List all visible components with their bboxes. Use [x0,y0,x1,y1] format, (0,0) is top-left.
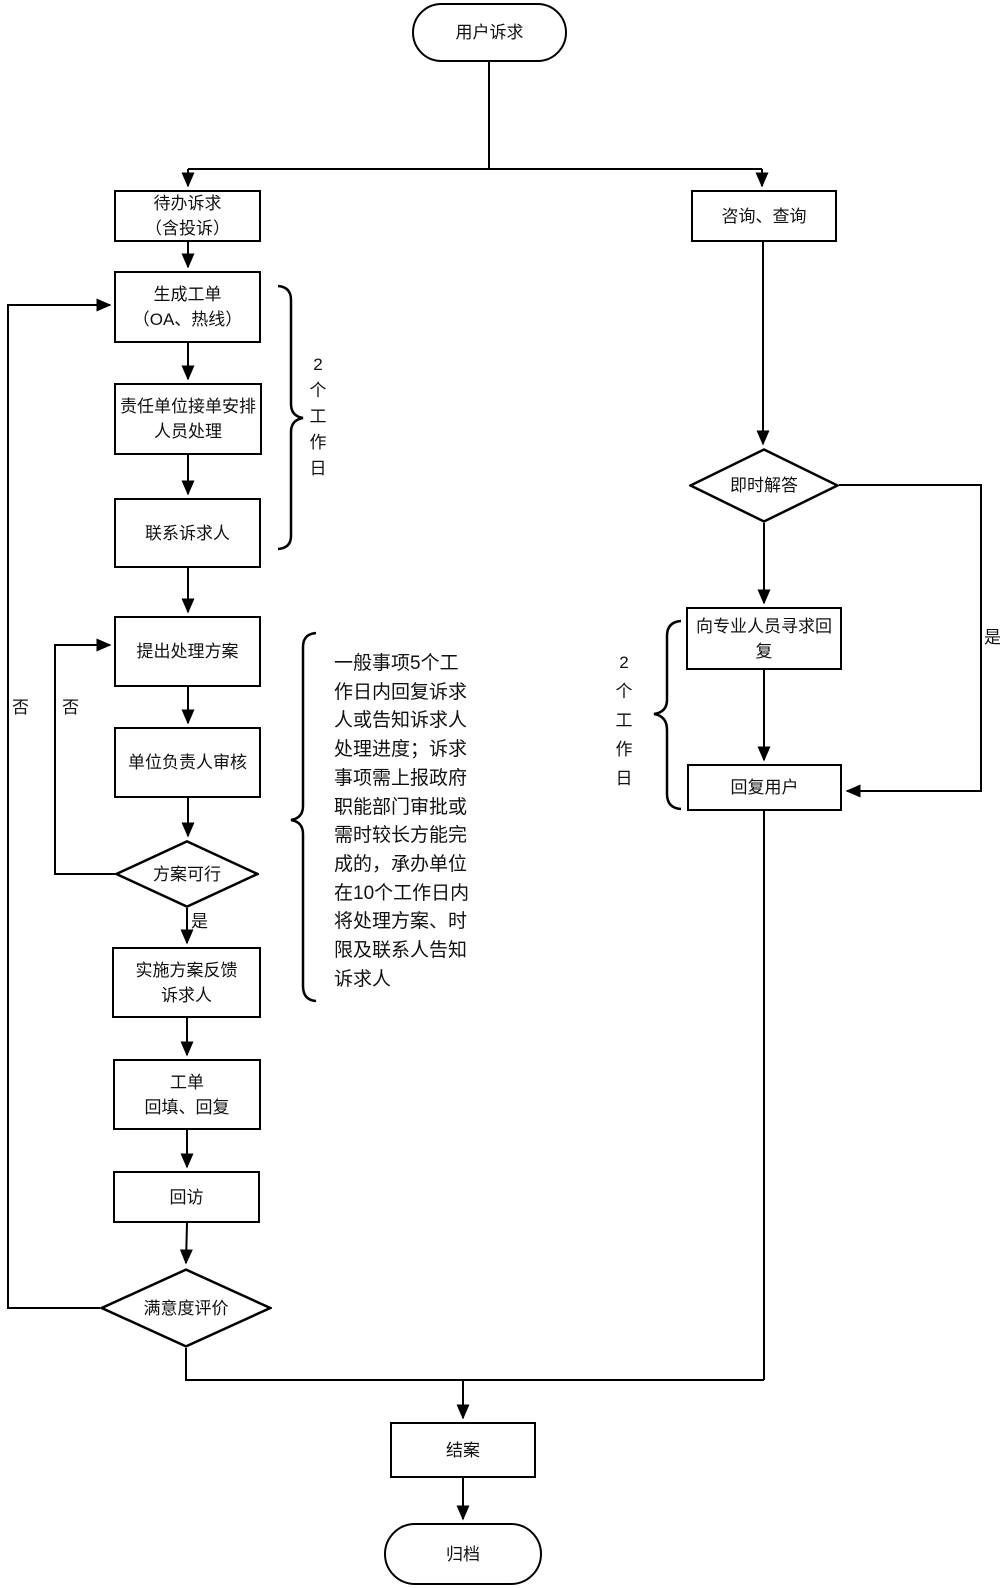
annotation-left-two-workdays: 2 个 工 作 日 [309,355,327,478]
edge-satisfaction-merge [185,1348,764,1381]
diamond-label: 即时解答 [730,476,798,495]
diamond-shape [115,840,259,908]
brace-right-days [653,619,682,811]
brace-left-days [277,284,304,551]
annotation-right-two-workdays: 2 个 工 作 日 [615,653,633,788]
edge-satisfaction-no-loop [7,298,112,1309]
edge-label-no-outer: 否 [12,698,29,717]
node-pending-request: 待办诉求 （含投诉） [114,190,261,242]
diamond-shape [100,1268,272,1348]
brace-note [290,631,317,1003]
diamond-shape [689,448,839,523]
edge-label-no-inner: 否 [62,698,79,717]
edge-label-yes-feasible: 是 [191,912,208,931]
node-reply-user: 回复用户 [687,764,842,811]
node-archive: 归档 [384,1523,542,1585]
node-assign-staff: 责任单位接单安排 人员处理 [114,383,262,455]
diamond-label: 满意度评价 [143,1298,229,1318]
node-create-ticket: 生成工单 （OA、热线） [114,271,261,343]
node-instant-answer-decision: 即时解答 [689,448,839,523]
edge-label-yes-instant: 是 [984,628,1000,647]
diamond-label: 方案可行 [153,864,221,884]
annotation-processing-rule-note: 一般事项5个工 作日内回复诉求 人或告知诉求人 处理进度；诉求 事项需上报政府 … [334,653,470,990]
edge-feasible-no-loop [54,638,115,875]
node-contact-claimant: 联系诉求人 [114,498,261,568]
edge-instant-yes-bypass [839,484,982,798]
node-close-case: 结案 [390,1422,536,1478]
node-implement-plan: 实施方案反馈 诉求人 [112,947,261,1018]
node-plan-feasible-decision: 方案可行 [115,840,259,908]
node-propose-plan: 提出处理方案 [114,616,261,687]
node-seek-expert-reply: 向专业人员寻求回复 [686,607,842,670]
node-consult-query: 咨询、查询 [691,190,837,242]
node-satisfaction-decision: 满意度评价 [100,1268,272,1348]
edge-revisit-satisfaction [179,1222,193,1265]
node-leader-review: 单位负责人审核 [114,727,261,798]
node-user-request: 用户诉求 [412,3,567,62]
node-revisit: 回访 [113,1171,260,1223]
node-ticket-fill-reply: 工单 回填、回复 [113,1059,261,1130]
